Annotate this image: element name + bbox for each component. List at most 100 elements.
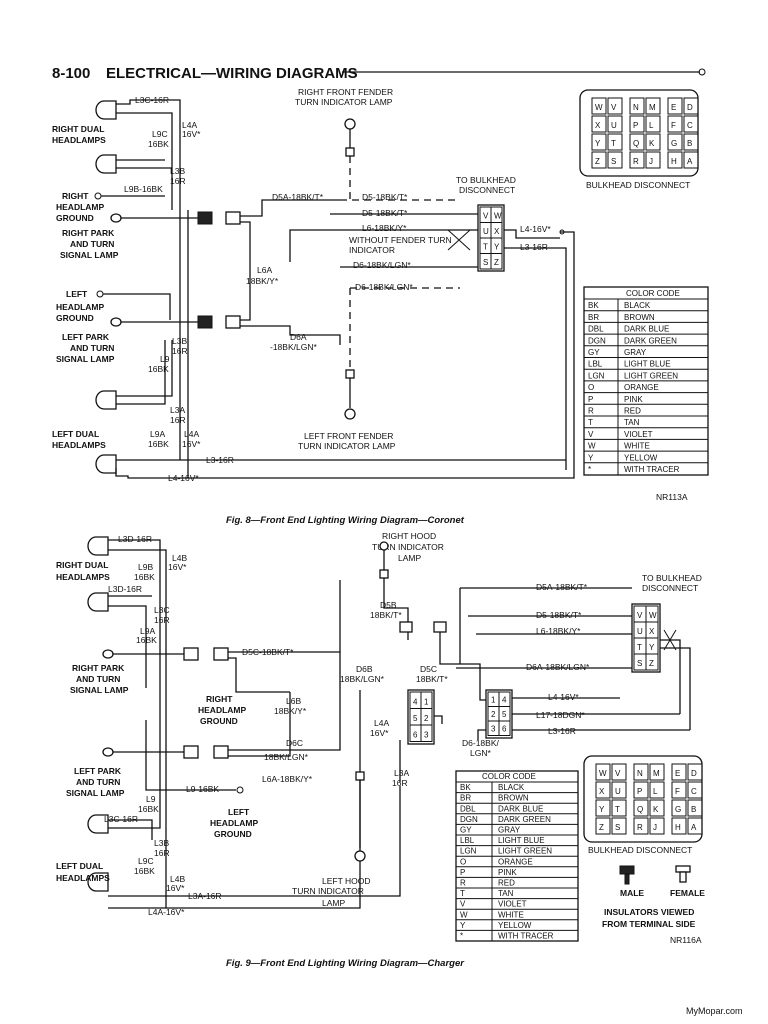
fig9-diagram: L3D-16R L4B 16V* RIGHT DUAL HEADLAMPS L9… — [56, 531, 705, 969]
connector-pin-label: W — [649, 611, 657, 620]
wire-label: 16V* — [182, 129, 201, 139]
wire-label: L6-18BK/Y* — [536, 626, 581, 636]
label: LEFT PARK — [62, 332, 110, 342]
bulkhead-cell-label: G — [675, 805, 681, 814]
color-name: DARK BLUE — [624, 325, 669, 334]
color-name: DARK GREEN — [624, 336, 677, 345]
wire-label: L6A-18BK/Y* — [262, 774, 313, 784]
wire — [660, 639, 691, 730]
wire — [108, 819, 153, 840]
label: RIGHT DUAL — [56, 560, 108, 570]
connector-pin-label: S — [483, 258, 488, 267]
wire-label: L4B — [172, 553, 187, 563]
color-abbrev: LBL — [588, 360, 603, 369]
label: WITHOUT FENDER TURN — [349, 235, 452, 245]
bulkhead-cell-label: D — [691, 769, 697, 778]
wire-label: D6-18BK/LGN*- — [355, 282, 416, 292]
insulator-male-icon — [619, 865, 635, 885]
bulkhead-cell-label: F — [675, 787, 680, 796]
wire-label: L9 — [146, 794, 156, 804]
color-abbrev: R — [588, 407, 594, 416]
color-name: VIOLET — [498, 900, 527, 909]
wire-label: 16BK — [134, 572, 155, 582]
wire — [228, 742, 291, 757]
wire — [504, 229, 560, 239]
color-abbrev: BK — [460, 783, 471, 792]
bulkhead-cell — [667, 97, 683, 115]
park-lamp-icon — [110, 213, 122, 223]
label: FEMALE — [670, 888, 705, 898]
color-name: DARK GREEN — [498, 815, 551, 824]
wire-label: D5-18BK/T* — [362, 192, 408, 202]
bulkhead-cell-label: M — [649, 103, 656, 112]
label: INSULATORS VIEWED — [604, 907, 694, 917]
color-abbrev: R — [460, 879, 466, 888]
wire-label: L9B-16BK — [124, 184, 163, 194]
wire — [108, 549, 167, 720]
wire-label: 16BK — [148, 439, 169, 449]
connector-pin — [420, 724, 433, 742]
label: RIGHT DUAL — [52, 124, 104, 134]
bulkhead-cell-label: H — [671, 157, 677, 166]
label: GROUND — [56, 313, 94, 323]
wire-label: L6-18BK/Y* — [362, 223, 407, 233]
label: RIGHT PARK — [62, 228, 115, 238]
label: AND TURN — [70, 239, 114, 249]
label: RIGHT — [206, 694, 233, 704]
connector-icon — [433, 621, 447, 633]
bulkhead-cell-label: G — [671, 139, 677, 148]
bulkhead-cell-label: Q — [637, 805, 643, 814]
bulkhead-cell — [649, 799, 665, 817]
color-name: BROWN — [498, 794, 529, 803]
color-abbrev: GY — [588, 348, 600, 357]
wire-label: 16V* — [168, 562, 187, 572]
bulkhead-cell — [645, 151, 661, 169]
wire-label: 16BK — [134, 866, 155, 876]
wire — [477, 729, 486, 740]
connector-pin-label: S — [637, 659, 642, 668]
header-rule-end — [698, 68, 706, 76]
bulkhead-cell-label: W — [599, 769, 607, 778]
bulkhead-cell-label: E — [675, 769, 680, 778]
headlamp-icon — [87, 814, 109, 834]
bulkhead-cell-label: K — [653, 805, 659, 814]
color-abbrev: Y — [460, 921, 466, 930]
color-abbrev: P — [588, 395, 593, 404]
color-abbrev: V — [588, 430, 594, 439]
connector-icon — [213, 647, 229, 661]
color-name: WITH TRACER — [498, 932, 554, 941]
bulkhead-cell-label: Z — [595, 157, 600, 166]
bulkhead-cell-label: J — [649, 157, 653, 166]
connector-icon — [183, 745, 199, 759]
wire-label: L6B — [286, 696, 301, 706]
wire-label: L3C — [154, 605, 170, 615]
page-number: 8-100 — [52, 65, 90, 82]
color-name: PINK — [498, 868, 517, 877]
wire-label: 16V* — [370, 728, 389, 738]
wire-label: 16R — [154, 615, 170, 625]
fender-lamp-icon — [344, 408, 356, 420]
label: SIGNAL LAMP — [60, 250, 119, 260]
color-name: LIGHT GREEN — [624, 371, 678, 380]
label: TO BULKHEAD — [642, 573, 702, 583]
connector-pin-label: 1 — [424, 698, 429, 707]
label: HEADLAMP — [198, 705, 246, 715]
color-abbrev: DGN — [588, 336, 606, 345]
color-abbrev: BR — [460, 794, 471, 803]
bulkhead-cell-label: U — [615, 787, 621, 796]
wire — [228, 580, 341, 653]
color-abbrev: LGN — [588, 371, 605, 380]
bulkhead-cell-label: M — [653, 769, 660, 778]
bulkhead-cell — [683, 151, 699, 169]
wire-label: D6-18BK/LGN* — [353, 260, 411, 270]
wire-label: 16BK — [148, 139, 169, 149]
connector-pin-label: 6 — [413, 731, 418, 740]
wire-label: L9A — [150, 429, 165, 439]
label: SIGNAL LAMP — [56, 354, 115, 364]
headlamp-icon — [87, 536, 109, 556]
color-name: RED — [624, 407, 641, 416]
bulkhead-cell — [591, 97, 607, 115]
bulkhead-cell — [667, 133, 683, 151]
wire-label: D6A-18BK/LGN* — [526, 662, 590, 672]
bulkhead-cell-label: X — [595, 121, 601, 130]
